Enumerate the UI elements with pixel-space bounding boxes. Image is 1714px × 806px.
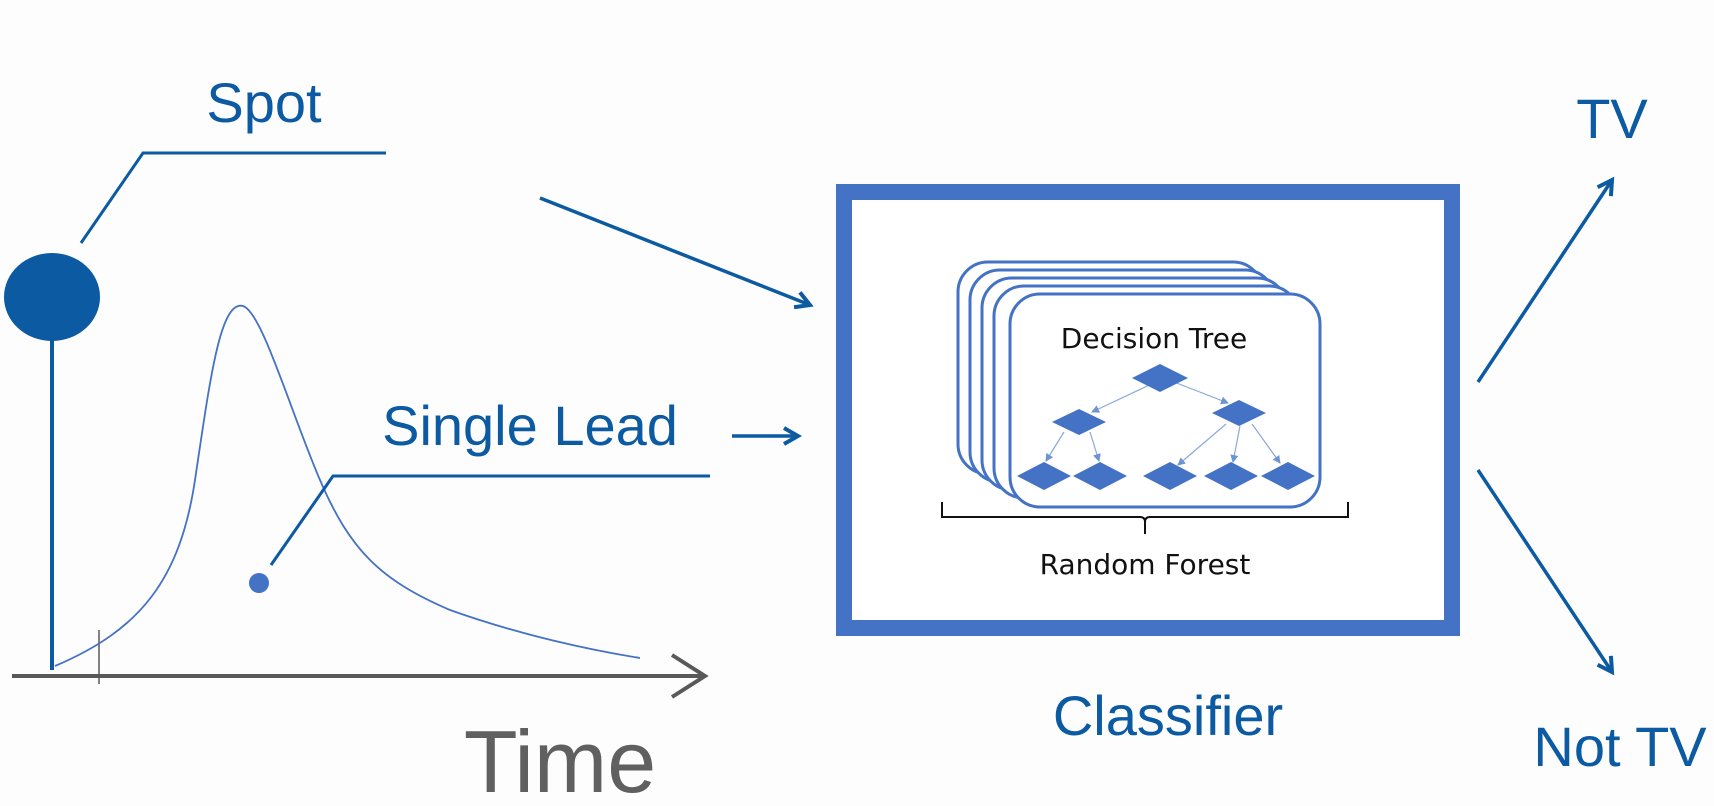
classifier-box <box>836 184 1460 636</box>
tv-label: TV <box>1576 87 1648 150</box>
spot-marker <box>4 253 100 341</box>
not-tv-output-arrow <box>1476 469 1612 672</box>
not-tv-label: Not TV <box>1533 715 1707 778</box>
single-lead-label: Single Lead <box>382 394 678 457</box>
single-lead-marker <box>249 573 269 593</box>
spot-label: Spot <box>206 71 322 134</box>
signal-curve <box>54 305 641 667</box>
classifier: Decision Tree <box>836 184 1460 747</box>
classifier-label: Classifier <box>1053 684 1283 747</box>
tree-root-node <box>1132 364 1188 392</box>
tree-leaf-4 <box>1204 462 1258 490</box>
tree-node-left <box>1052 409 1106 435</box>
random-forest-stack <box>956 260 1322 509</box>
tree-leaf-5 <box>1261 462 1315 490</box>
time-axis-arrowhead <box>670 653 709 699</box>
output-arrows: TV Not TV <box>1476 87 1707 778</box>
random-forest-label: Random Forest <box>1040 548 1251 581</box>
decision-tree <box>1017 364 1315 490</box>
input-arrows <box>539 196 810 436</box>
tree-node-right <box>1212 400 1266 426</box>
time-series-panel: Time Spot Single Lead <box>4 71 710 806</box>
spot-callout-line <box>79 151 386 244</box>
tv-output-arrow <box>1476 180 1612 383</box>
tree-leaf-3 <box>1143 462 1197 490</box>
single-lead-callout-line <box>269 474 710 566</box>
decision-tree-label: Decision Tree <box>1061 322 1247 355</box>
tree-leaf-1 <box>1017 462 1071 490</box>
tree-leaf-2 <box>1073 462 1127 490</box>
spot-to-classifier-arrow <box>539 196 810 305</box>
tree-card-front <box>1008 292 1322 509</box>
random-forest-brace <box>941 502 1349 534</box>
time-axis-label: Time <box>464 712 656 806</box>
